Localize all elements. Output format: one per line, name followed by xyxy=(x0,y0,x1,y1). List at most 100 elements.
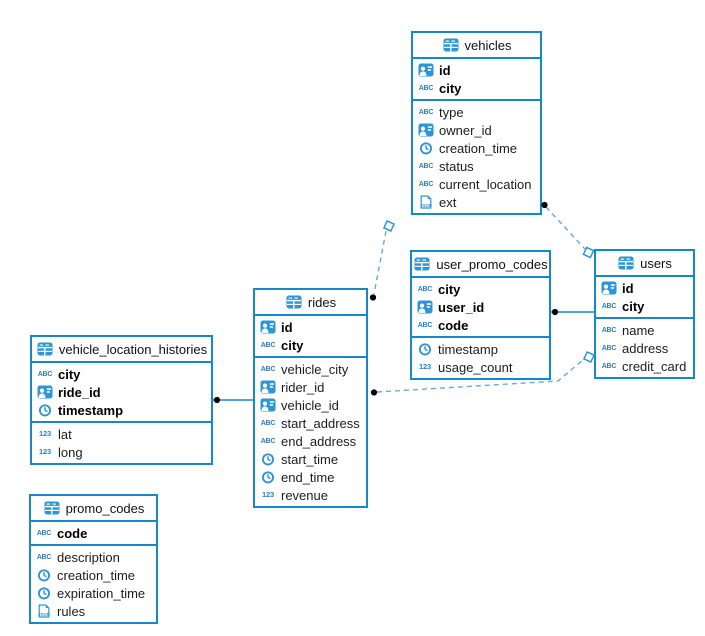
relation-diamond-endpoint xyxy=(382,219,396,233)
column-row[interactable]: rules xyxy=(31,602,156,620)
column-name: vehicle_city xyxy=(281,361,349,377)
id-column-icon xyxy=(417,63,435,77)
column-name: ext xyxy=(439,194,457,210)
column-row[interactable]: ABC city xyxy=(413,79,540,97)
string-type-icon: ABC xyxy=(601,326,617,334)
column-row[interactable]: 123 usage_count xyxy=(412,358,549,376)
primary-key-section: ABC city user_id ABC code xyxy=(412,278,549,336)
column-name: ride_id xyxy=(58,384,101,400)
table-icon xyxy=(617,256,635,270)
column-name: usage_count xyxy=(438,359,513,375)
column-row[interactable]: 123 long xyxy=(32,443,211,461)
table-promo-codes-header[interactable]: promo_codes xyxy=(31,496,156,522)
column-row[interactable]: expiration_time xyxy=(31,584,156,602)
relationship-vehicle-location-histories-rides[interactable] xyxy=(212,396,253,404)
table-users[interactable]: users id ABC city ABC name ABC address A… xyxy=(594,249,695,379)
column-name: long xyxy=(58,444,83,460)
table-users-header[interactable]: users xyxy=(596,251,693,277)
number-type-icon: 123 xyxy=(39,429,51,439)
relation-diamond-endpoint xyxy=(582,350,596,364)
column-name: id xyxy=(622,280,634,296)
table-user-promo-codes[interactable]: user_promo_codes ABC city user_id ABC co… xyxy=(410,250,551,380)
column-row[interactable]: ABC code xyxy=(412,316,549,334)
column-row[interactable]: ABC credit_card xyxy=(596,357,693,375)
relation-dot-endpoint xyxy=(213,396,221,404)
table-rides-header[interactable]: rides xyxy=(255,290,366,316)
column-row[interactable]: ABC city xyxy=(412,280,549,298)
column-name: id xyxy=(281,319,293,335)
column-name: end_time xyxy=(281,469,335,485)
column-row[interactable]: id xyxy=(255,318,366,336)
primary-key-section: id ABC city xyxy=(596,277,693,317)
column-name: owner_id xyxy=(439,122,492,138)
primary-key-section: id ABC city xyxy=(413,59,540,99)
table-icon xyxy=(43,501,61,515)
string-type-icon: ABC xyxy=(260,419,276,427)
column-name: city xyxy=(438,281,461,297)
table-title: vehicle_location_histories xyxy=(58,341,208,357)
table-rides[interactable]: rides id ABC city ABC vehicle_city rider… xyxy=(253,288,368,508)
column-row[interactable]: ABC vehicle_city xyxy=(255,360,366,378)
column-name: code xyxy=(438,317,469,333)
column-row[interactable]: ABC code xyxy=(31,524,156,542)
column-row[interactable]: creation_time xyxy=(31,566,156,584)
column-row[interactable]: ABC type xyxy=(413,103,540,121)
column-row[interactable]: start_time xyxy=(255,450,366,468)
id-column-icon xyxy=(259,380,277,394)
string-type-icon: ABC xyxy=(418,162,434,170)
column-row[interactable]: timestamp xyxy=(412,340,549,358)
string-type-icon: ABC xyxy=(601,362,617,370)
table-icon xyxy=(285,295,303,309)
column-name: user_id xyxy=(438,299,485,315)
column-name: credit_card xyxy=(622,358,687,374)
clock-type-icon xyxy=(259,470,277,484)
column-name: timestamp xyxy=(438,341,498,357)
column-row[interactable]: ABC name xyxy=(596,321,693,339)
column-row[interactable]: ride_id xyxy=(32,383,211,401)
table-user-promo-codes-header[interactable]: user_promo_codes xyxy=(412,252,549,278)
relation-dot-endpoint xyxy=(541,201,548,209)
column-row[interactable]: ABC current_location xyxy=(413,175,540,193)
column-row[interactable]: timestamp xyxy=(32,401,211,419)
table-vehicle-location-histories-header[interactable]: vehicle_location_histories xyxy=(32,337,211,363)
id-column-icon xyxy=(36,385,54,399)
table-icon xyxy=(442,38,460,52)
string-type-icon: ABC xyxy=(601,302,617,310)
column-row[interactable]: ABC address xyxy=(596,339,693,357)
column-row[interactable]: rider_id xyxy=(255,378,366,396)
column-row[interactable]: ABC city xyxy=(32,365,211,383)
table-vehicles[interactable]: vehicles id ABC city ABC type owner_id xyxy=(411,31,542,215)
column-row[interactable]: ABC city xyxy=(596,297,693,315)
column-row[interactable]: creation_time xyxy=(413,139,540,157)
string-type-icon: ABC xyxy=(601,344,617,352)
table-promo-codes[interactable]: promo_codes ABC code ABC description cre… xyxy=(29,494,158,624)
column-row[interactable]: ABC start_address xyxy=(255,414,366,432)
column-row[interactable]: user_id xyxy=(412,298,549,316)
column-row[interactable]: 123 revenue xyxy=(255,486,366,504)
table-title: promo_codes xyxy=(65,500,145,516)
relationship-rides-vehicles[interactable] xyxy=(369,219,396,301)
column-row[interactable]: vehicle_id xyxy=(255,396,366,414)
column-row[interactable]: 123 lat xyxy=(32,425,211,443)
clock-type-icon xyxy=(259,452,277,466)
column-row[interactable]: ext xyxy=(413,193,540,211)
column-name: city xyxy=(439,80,462,96)
column-row[interactable]: ABC end_address xyxy=(255,432,366,450)
columns-section: ABC type owner_id creation_time ABC stat… xyxy=(413,99,540,213)
string-type-icon: ABC xyxy=(418,84,434,92)
column-row[interactable]: id xyxy=(413,61,540,79)
column-row[interactable]: ABC description xyxy=(31,548,156,566)
column-row[interactable]: owner_id xyxy=(413,121,540,139)
column-name: end_address xyxy=(281,433,357,449)
string-type-icon: ABC xyxy=(417,321,433,329)
column-row[interactable]: end_time xyxy=(255,468,366,486)
column-row[interactable]: ABC status xyxy=(413,157,540,175)
column-name: city xyxy=(622,298,645,314)
table-vehicles-header[interactable]: vehicles xyxy=(413,33,540,59)
column-row[interactable]: id xyxy=(596,279,693,297)
relationship-user-promo-codes-users[interactable] xyxy=(550,308,594,316)
table-vehicle-location-histories[interactable]: vehicle_location_histories ABC city ride… xyxy=(30,335,213,465)
number-type-icon: 123 xyxy=(262,490,274,500)
column-row[interactable]: ABC city xyxy=(255,336,366,354)
